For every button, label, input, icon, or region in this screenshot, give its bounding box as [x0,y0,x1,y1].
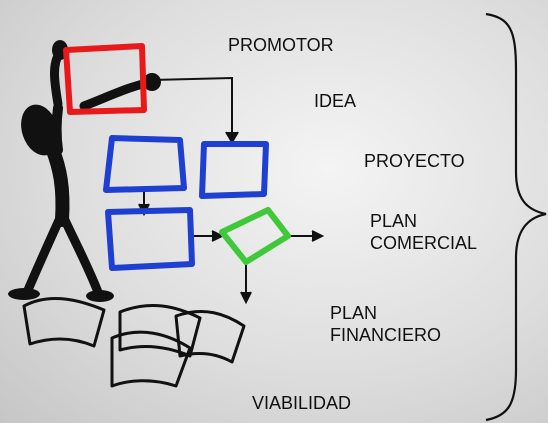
decision-diamond [219,207,291,265]
label-plan-comercial: PLAN COMERCIAL [370,211,478,253]
label-promotor: PROMOTOR [228,35,334,55]
label-plan-financiero: PLAN FINANCIERO [330,303,442,345]
right-brace [485,12,547,422]
label-viabilidad: VIABILIDAD [252,393,352,413]
scattered-papers [22,296,246,388]
idea-box [63,43,147,115]
label-idea: IDEA [314,91,357,111]
label-proyecto: PROYECTO [364,151,465,171]
project-box-1 [103,135,187,193]
project-boxes [103,135,269,271]
project-box-2 [199,141,269,199]
stick-figure [8,40,161,302]
project-box-3 [105,207,195,271]
